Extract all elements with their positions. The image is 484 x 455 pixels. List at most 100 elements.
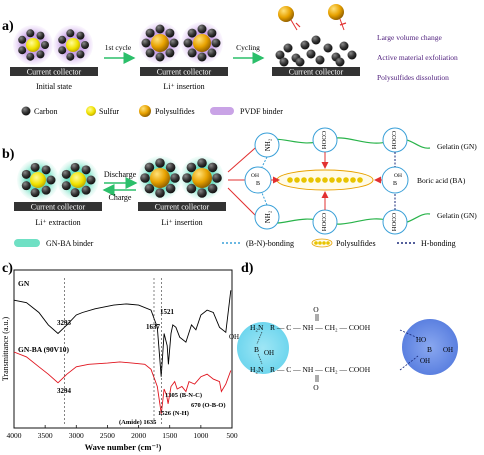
- carbon-particle: [335, 57, 345, 67]
- carbon-particle: [165, 183, 176, 194]
- panel-b-label: b): [2, 147, 15, 162]
- carbon-particle: [212, 173, 222, 183]
- issue-notes: Large volume change Active material exfo…: [377, 33, 458, 82]
- carbon-particle: [347, 50, 357, 60]
- carbon-particle: [76, 31, 85, 40]
- stage-label-extraction: Li⁺ extraction: [35, 218, 80, 227]
- chain-top: R — C — NH — CH₂ — COOH: [270, 323, 371, 332]
- carbon-particle: [295, 57, 305, 67]
- ho-d: HO: [416, 336, 426, 344]
- carbon-particle: [182, 173, 192, 183]
- carbon-particle: [26, 29, 35, 38]
- stage-label-insertion: Li⁺ insertion: [163, 82, 204, 91]
- carbon-particle: [145, 48, 155, 58]
- cooh-label-top-1: COOH: [320, 131, 327, 150]
- carbon-particle: [30, 188, 40, 198]
- carbon-particle: [145, 28, 155, 38]
- carbon-particle: [18, 46, 27, 55]
- carbon-particle: [66, 52, 75, 61]
- exfoliated-cluster: Current collector: [272, 4, 360, 77]
- legend-carbon: Carbon: [34, 107, 58, 116]
- carbon-particle: [186, 162, 197, 173]
- carbon-particle: [283, 43, 293, 53]
- series-label: GN: [18, 279, 30, 288]
- boric-group-left: [244, 166, 272, 194]
- boric-highlight: [402, 319, 458, 375]
- legend-b: GN-BA binder (B-N)-bonding Polysulfides …: [14, 238, 456, 248]
- current-collector: [10, 67, 98, 76]
- anno-3293: 3293: [57, 319, 72, 327]
- carbon-particle: [21, 181, 31, 191]
- carbon-particle: [70, 162, 80, 172]
- gelatin-chain-bottom: [254, 213, 431, 225]
- anno-670: 670 (O-B-O): [191, 402, 225, 409]
- carbon-particle: [186, 183, 197, 194]
- carbon-particle: [81, 165, 91, 175]
- gelatin-chain-top: [254, 137, 431, 149]
- carbon-particle: [170, 173, 180, 183]
- carbon-particle: [41, 41, 49, 49]
- carbon-particle: [165, 28, 175, 38]
- collector-label: Current collector: [27, 68, 82, 77]
- initial-cluster: Current collector Initial state: [10, 25, 98, 91]
- carbon-particle: [165, 162, 176, 173]
- x-tick-label: 2500: [100, 431, 115, 440]
- carbon-particle: [207, 48, 217, 58]
- h2n-bottom: H₂N: [250, 365, 264, 374]
- panel-c: c) Transmittance (a.u.) Wave number (cm⁻…: [1, 261, 238, 452]
- panel-b: b) Current collector Li⁺ extraction Disc…: [2, 127, 477, 248]
- x-tick-label: 1500: [162, 431, 177, 440]
- polysulfides-legend-icon: [139, 105, 151, 117]
- carbon-particle: [36, 31, 45, 40]
- cooh-label-bottom-2: COOH: [390, 213, 397, 232]
- pvdf-legend-icon: [210, 107, 234, 115]
- carbon-particle: [155, 188, 165, 198]
- chain-bottom: R — C — NH — CH₂ — COOH: [270, 365, 371, 374]
- carbon-particle: [41, 185, 51, 195]
- b-label-left: B: [256, 181, 260, 187]
- series-labels: GN GN-BA (90V10): [18, 279, 70, 354]
- carbon-particle: [315, 55, 325, 65]
- x-tick-label: 3000: [69, 431, 84, 440]
- carbon-particle: [187, 48, 197, 58]
- x-tick-label: 500: [226, 431, 238, 440]
- carbon-particle: [155, 24, 165, 34]
- cooh-label-top-2: COOH: [390, 131, 397, 150]
- o-bottom: O: [313, 383, 319, 392]
- polysulfide-beads: [287, 177, 363, 183]
- series-label: GN-BA (90V10): [18, 345, 70, 354]
- x-tick-label: 4000: [7, 431, 22, 440]
- legend-sulfur: Sulfur: [99, 107, 119, 116]
- collector-label: Current collector: [155, 203, 210, 212]
- series-line: [13, 290, 232, 377]
- oh-d-left-2: OH: [264, 349, 274, 357]
- legend-a: Carbon Sulfur Polysulfides PVDF binder: [21, 105, 283, 117]
- panel-d: d) O H₂N R — C — NH — CH₂ — COOH B OH OH…: [229, 261, 458, 392]
- carbon-particle: [169, 38, 179, 48]
- stage-label-insertion: Li⁺ insertion: [161, 218, 202, 227]
- x-tick-label: 3500: [38, 431, 53, 440]
- oh-label-left: OH: [251, 173, 259, 179]
- boric-acid-label: Boric acid (BA): [417, 176, 466, 185]
- b-atom: B: [254, 345, 259, 354]
- y-axis-label: Transmittance (a.u.): [1, 316, 10, 381]
- carbon-particle: [140, 173, 150, 183]
- carbon-particle: [76, 50, 85, 59]
- carbon-particle: [187, 28, 197, 38]
- carbon-particle: [36, 50, 45, 59]
- x-tick-label: 1000: [193, 431, 208, 440]
- collector-label: Current collector: [157, 68, 212, 77]
- carbon-particle: [155, 158, 165, 168]
- current-collector: [272, 67, 360, 76]
- oh-d-right: OH: [443, 346, 453, 354]
- note-2: Active material exfoliation: [377, 53, 458, 62]
- molecular-zoom: NH₂ COOH COOH OH B OH B NH₂ COO: [244, 127, 477, 235]
- carbon-particle: [81, 41, 89, 49]
- x-axis-label: Wave number (cm⁻¹): [85, 442, 162, 452]
- anno-1526: 1526 (N-H): [158, 410, 189, 417]
- note-1: Large volume change: [377, 33, 443, 42]
- gelatin-label-top: Gelatin (GN): [437, 142, 477, 151]
- chart-lines: [13, 290, 232, 414]
- legend-binder: PVDF binder: [240, 107, 283, 116]
- series-line: [13, 351, 232, 414]
